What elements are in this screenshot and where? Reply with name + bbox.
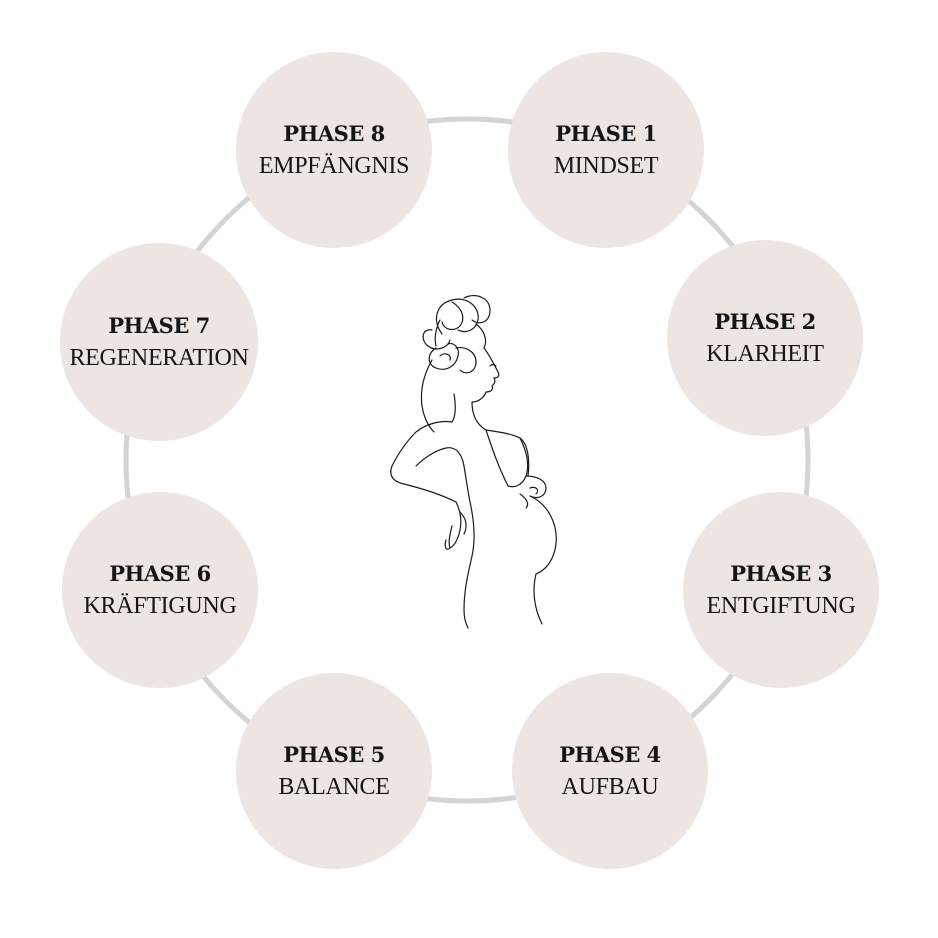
phase-8-name: EMPFÄNGNIS bbox=[258, 152, 410, 179]
phase-7-title: PHASE 7 bbox=[108, 312, 210, 338]
phase-4-title: PHASE 4 bbox=[559, 741, 661, 767]
phase-8-circle: PHASE 8 EMPFÄNGNIS bbox=[236, 52, 432, 248]
phase-5-title: PHASE 5 bbox=[283, 741, 385, 767]
phase-3-circle: PHASE 3 ENTGIFTUNG bbox=[683, 492, 879, 688]
phase-2-name: KLARHEIT bbox=[706, 340, 824, 367]
phase-1-circle: PHASE 1 MINDSET bbox=[508, 52, 704, 248]
phase-5-name: BALANCE bbox=[278, 773, 390, 800]
phase-5-circle: PHASE 5 BALANCE bbox=[236, 673, 432, 869]
phase-8-title: PHASE 8 bbox=[283, 120, 385, 146]
phase-4-name: AUFBAU bbox=[561, 773, 659, 800]
phase-1-name: MINDSET bbox=[553, 152, 659, 179]
phase-4-circle: PHASE 4 AUFBAU bbox=[512, 673, 708, 869]
phase-3-name: ENTGIFTUNG bbox=[706, 592, 856, 619]
phase-2-title: PHASE 2 bbox=[714, 308, 816, 334]
phase-1-title: PHASE 1 bbox=[555, 120, 657, 146]
phase-6-title: PHASE 6 bbox=[109, 560, 211, 586]
phase-7-name: REGENERATION bbox=[69, 344, 249, 371]
phase-7-circle: PHASE 7 REGENERATION bbox=[60, 243, 258, 441]
phase-6-name: KRÄFTIGUNG bbox=[83, 592, 237, 619]
phase-2-circle: PHASE 2 KLARHEIT bbox=[667, 240, 863, 436]
ring-path bbox=[123, 116, 811, 804]
pregnant-woman-line-art-icon bbox=[390, 295, 557, 629]
phase-6-circle: PHASE 6 KRÄFTIGUNG bbox=[62, 492, 258, 688]
phase-3-title: PHASE 3 bbox=[730, 560, 832, 586]
